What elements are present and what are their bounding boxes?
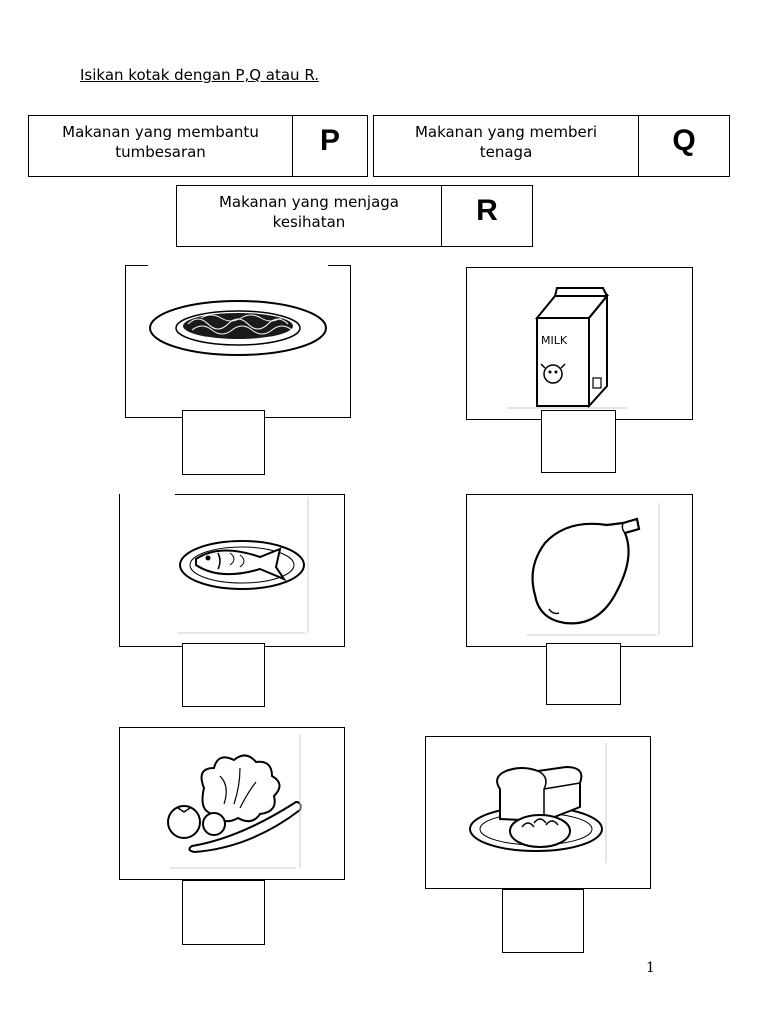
picture-papaya [466, 494, 693, 647]
milk-label: MILK [541, 334, 568, 347]
answer-box-bread[interactable] [502, 889, 584, 953]
bread-plate-icon [469, 743, 607, 863]
page-number: 1 [646, 960, 655, 976]
key-letter-r: R [476, 194, 498, 227]
picture-bread [425, 736, 651, 889]
key-letter-p: P [319, 124, 340, 157]
key-box-r: Makanan yang menjaga kesihatan R [176, 185, 533, 247]
picture-fish [119, 494, 345, 647]
answer-box-papaya[interactable] [546, 643, 621, 705]
picture-milk: MILK [466, 267, 693, 420]
key-box-p: Makanan yang membantu tumbesaran P [28, 115, 368, 177]
key-desc-q: Makanan yang memberi tenaga [374, 116, 639, 176]
key-box-q: Makanan yang memberi tenaga Q [373, 115, 730, 177]
picture-vegetables [119, 727, 345, 880]
instruction: Isikan kotak dengan P,Q atau R. [80, 66, 319, 84]
vegetables-icon [167, 734, 302, 869]
picture-noodles [125, 265, 351, 418]
key-letter-q: Q [672, 124, 696, 157]
key-desc-p: Makanan yang membantu tumbesaran [29, 116, 293, 176]
answer-box-fish[interactable] [182, 643, 265, 707]
milk-carton-icon: MILK [507, 287, 627, 409]
fish-plate-icon [178, 497, 309, 634]
answer-box-milk[interactable] [541, 410, 616, 473]
answer-box-vegetables[interactable] [182, 880, 265, 945]
noodles-plate-icon [149, 300, 327, 356]
papaya-icon [527, 503, 660, 636]
key-desc-r: Makanan yang menjaga kesihatan [177, 186, 442, 246]
answer-box-noodles[interactable] [182, 410, 265, 475]
